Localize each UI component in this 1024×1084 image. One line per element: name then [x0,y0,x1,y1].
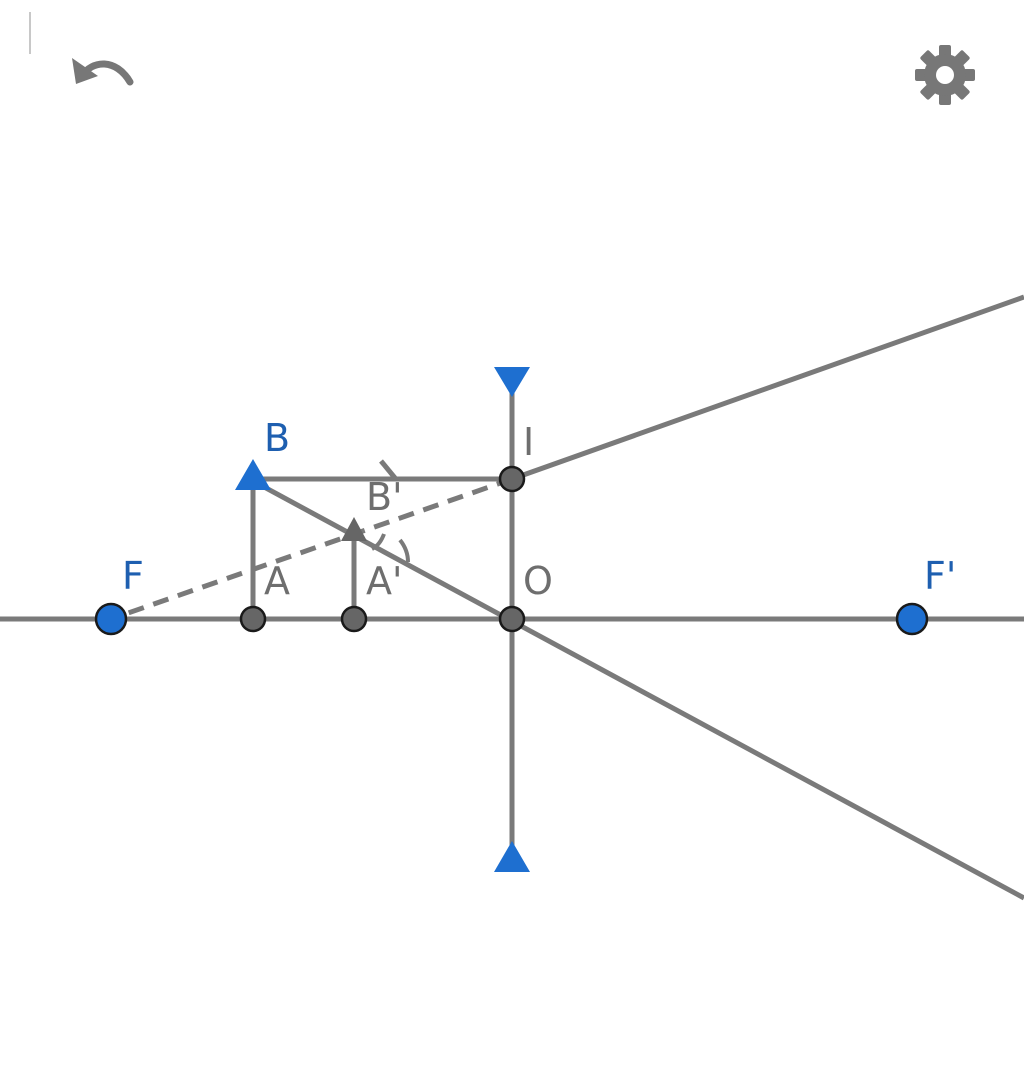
point-O[interactable] [498,605,526,633]
label-I: I [523,420,534,464]
point-A-prime[interactable] [340,605,368,633]
point-I[interactable] [498,465,526,493]
label-A-prime: A' [366,559,402,603]
ray-virtual-extension-to-F[interactable] [110,476,513,622]
angle-mark [371,533,386,551]
lens-top-arrowhead[interactable] [494,367,530,397]
label-B-prime: B' [366,475,403,519]
lens-bottom-arrowhead[interactable] [494,841,530,872]
gear-icon [915,45,975,105]
label-F-prime: F' [924,554,956,598]
label-F: F [122,554,144,598]
point-B-prime-arrowhead[interactable] [341,517,367,541]
ray-refracted-from-I[interactable] [511,294,1024,482]
settings-button[interactable] [910,40,980,110]
ray-through-center-O[interactable] [251,478,1024,901]
label-A: A [264,559,290,603]
angle-mark [398,538,410,563]
undo-button[interactable] [68,50,136,98]
label-B: B [264,416,290,460]
point-A[interactable] [239,605,267,633]
point-F[interactable] [94,602,128,636]
angle-mark [379,459,397,480]
undo-icon [72,58,134,86]
label-O: O [523,559,553,603]
point-F-prime[interactable] [895,602,929,636]
text-cursor [29,12,31,54]
point-B-arrowhead[interactable] [235,459,271,490]
